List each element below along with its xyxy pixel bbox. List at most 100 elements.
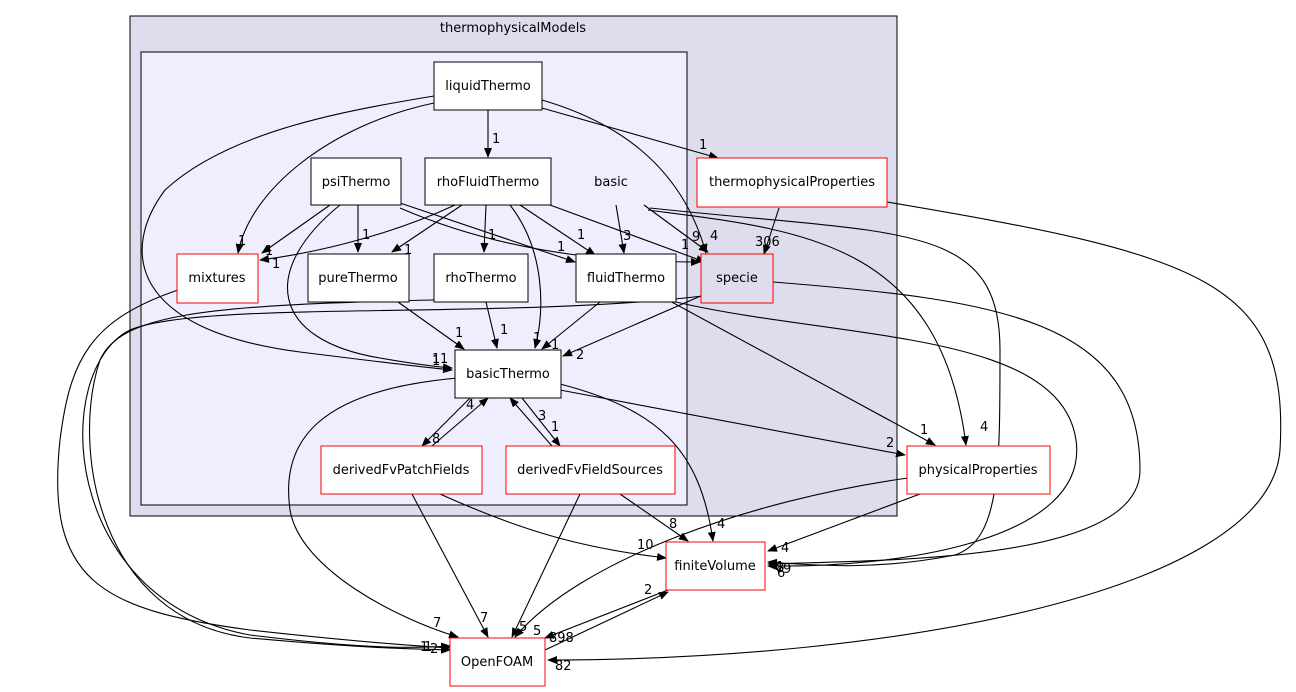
edge-label[interactable]: 1	[455, 326, 463, 341]
edge-liquidThermo-mixtures	[235, 102, 435, 254]
node-pureThermo[interactable]: pureThermo	[307, 253, 410, 303]
edge-label[interactable]: 1	[265, 244, 273, 259]
edge-label[interactable]: 1	[432, 352, 440, 367]
edge-label[interactable]: 7	[480, 611, 488, 626]
node-label: specie	[716, 271, 758, 286]
node-mixtures[interactable]: mixtures	[176, 253, 259, 304]
edge-label[interactable]: 2	[430, 642, 438, 657]
edge-basicThermo-derivedFvFieldSources	[521, 397, 561, 447]
edge-label[interactable]: 8	[432, 432, 440, 447]
edge-rhoThermo-OpenFOAM	[89, 299, 451, 654]
edge-label[interactable]: 898	[549, 631, 574, 646]
node-label: pureThermo	[318, 271, 398, 286]
edge-label[interactable]: 1	[776, 560, 784, 575]
node-OpenFOAM[interactable]: OpenFOAM	[449, 637, 546, 687]
edge-label[interactable]: 1	[238, 234, 246, 249]
edge-label[interactable]: 1	[681, 238, 689, 253]
cluster-title: thermophysicalModels	[440, 21, 586, 36]
node-basicThermo[interactable]: basicThermo	[454, 349, 562, 399]
edge-rhoFluidThermo-mixtures	[259, 204, 456, 263]
edge-label[interactable]: 4	[710, 229, 718, 244]
edge-label[interactable]: 9	[692, 230, 700, 245]
edge-derivedFvFieldSources-basicThermo	[509, 397, 553, 447]
edge-label[interactable]: 4	[466, 398, 474, 413]
node-derivedFvFieldSources[interactable]: derivedFvFieldSources	[505, 445, 676, 495]
node-label: thermophysicalProperties	[709, 175, 875, 190]
edge-label[interactable]: 1	[557, 240, 565, 255]
edge-label[interactable]: 1	[920, 423, 928, 438]
edge-derivedFvPatchFields-OpenFOAM	[411, 493, 489, 638]
edge-mixtures-OpenFOAM	[57, 289, 451, 652]
node-label: derivedFvFieldSources	[517, 463, 663, 478]
edge-thermoProps-specie	[762, 207, 780, 255]
node-label: mixtures	[188, 271, 245, 286]
node-label: psiThermo	[322, 175, 391, 190]
edge-label[interactable]: 1	[492, 132, 500, 147]
edge-label[interactable]: 4	[980, 420, 988, 435]
edge-label[interactable]: 1	[420, 640, 428, 655]
edge-label[interactable]: 306	[755, 235, 780, 250]
edge-psiThermo-mixtures	[261, 204, 331, 254]
edge-label[interactable]: 1	[440, 352, 448, 367]
edge-label[interactable]: 1	[551, 420, 559, 435]
edge-basic-finiteVolume	[649, 207, 1001, 567]
node-liquidThermo[interactable]: liquidThermo	[433, 61, 543, 111]
edge-label[interactable]: 2	[886, 436, 894, 451]
edge-label[interactable]: 1	[272, 257, 280, 272]
node-label: rhoFluidThermo	[437, 175, 539, 190]
node-specie[interactable]: specie	[700, 253, 774, 304]
edge-derivedFvPatchFields-basicThermo	[431, 397, 489, 447]
edge-label[interactable]: 8	[776, 561, 784, 576]
edge-label[interactable]: 4	[781, 541, 789, 556]
edge-label[interactable]: 1	[699, 138, 707, 153]
edge-derivedFvFieldSources-finiteVolume	[619, 493, 689, 542]
node-psiThermo[interactable]: psiThermo	[310, 157, 402, 206]
edge-label[interactable]: 2	[576, 348, 584, 363]
edge-label[interactable]: 1	[500, 323, 508, 338]
edge-basicThermo-OpenFOAM	[288, 377, 459, 639]
edge-OpenFOAM-finiteVolume	[544, 591, 669, 651]
edge-label[interactable]: 8	[669, 517, 677, 532]
edge-label[interactable]: 10	[637, 538, 654, 553]
edge-label[interactable]: 1	[533, 331, 541, 346]
edge-label[interactable]: 9	[783, 562, 791, 577]
edge-label[interactable]: 2	[644, 583, 652, 598]
edge-physicalProperties-finiteVolume	[767, 493, 921, 552]
node-thermophysicalProperties[interactable]: thermophysicalProperties	[696, 157, 888, 208]
edge-specie-finiteVolume	[767, 281, 1141, 568]
edge-fluidThermo-basicThermo	[541, 301, 601, 350]
node-rhoThermo[interactable]: rhoThermo	[433, 253, 529, 303]
edge-label[interactable]: 1	[362, 228, 370, 243]
edge-label[interactable]: 1	[404, 243, 412, 258]
edge-label[interactable]: 82	[555, 659, 572, 674]
node-rhoFluidThermo[interactable]: rhoFluidThermo	[424, 157, 552, 206]
nodes: liquidThermo psiThermo rhoFluidThermo ba…	[176, 61, 1051, 687]
node-basic[interactable]: basic	[594, 175, 628, 190]
node-finiteVolume[interactable]: finiteVolume	[665, 541, 766, 591]
edge-label[interactable]: 5	[519, 620, 527, 635]
node-physicalProperties[interactable]: physicalProperties	[906, 445, 1051, 495]
edge-rhoFluidThermo-basicThermo	[509, 204, 542, 349]
edge-label[interactable]: 3	[623, 229, 631, 244]
node-derivedFvPatchFields[interactable]: derivedFvPatchFields	[320, 445, 483, 495]
node-label: rhoThermo	[445, 271, 516, 286]
edge-label[interactable]: 6	[777, 566, 785, 581]
edge-label[interactable]: 1	[577, 228, 585, 243]
edge-label[interactable]: 1	[424, 640, 432, 655]
edge-basic-specie	[643, 204, 709, 253]
edge-rhoFluidThermo-pureThermo	[391, 204, 463, 253]
edge-derivedFvFieldSources-OpenFOAM	[511, 493, 581, 638]
edge-label[interactable]: 3	[538, 409, 546, 424]
edge-label[interactable]: 5	[533, 624, 541, 639]
edge-label[interactable]: 1	[488, 228, 496, 243]
edge-label[interactable]: 4	[717, 517, 725, 532]
edge-label[interactable]: 1	[432, 354, 440, 369]
edge-label[interactable]: 7	[433, 616, 441, 631]
node-label: fluidThermo	[587, 271, 665, 286]
node-fluidThermo[interactable]: fluidThermo	[575, 253, 677, 303]
edge-basicThermo-physicalProperties	[559, 389, 906, 458]
edge-label[interactable]: 1	[551, 338, 559, 353]
edge-specie-basicThermo	[562, 294, 704, 357]
edge-basic-physicalProperties	[647, 209, 969, 446]
